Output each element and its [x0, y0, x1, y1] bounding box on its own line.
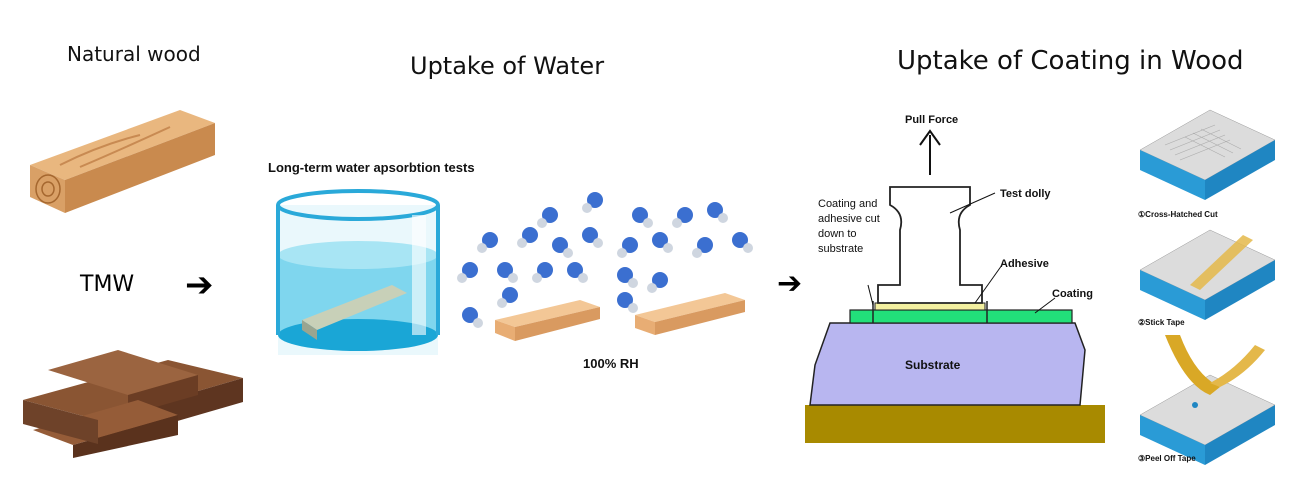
cut-label-2: adhesive cut — [818, 213, 880, 225]
base-plate — [805, 405, 1105, 443]
water-beaker-image — [276, 189, 440, 355]
step3-block — [1139, 335, 1276, 465]
tmw-label: TMW — [80, 272, 135, 297]
step2-block — [1139, 229, 1276, 320]
substrate-label: Substrate — [905, 358, 961, 372]
heading-uptake-coating: Uptake of Coating in Wood — [897, 46, 1244, 76]
step3-label: ③Peel Off Tape — [1138, 454, 1196, 463]
coating-layer — [849, 309, 1073, 324]
tmw-wood-stack-image — [23, 350, 243, 458]
step1-block — [1139, 109, 1276, 200]
cut-label-1: Coating and — [818, 198, 877, 210]
heading-natural-wood: Natural wood — [67, 42, 201, 66]
adhesive-layer — [874, 302, 986, 311]
pull-force-label: Pull Force — [905, 114, 958, 126]
cut-label-4: substrate — [818, 243, 863, 255]
coating-label: Coating — [1052, 288, 1093, 300]
step1-label: ①Cross-Hatched Cut — [1138, 210, 1218, 219]
cut-label-3: down to — [818, 228, 857, 240]
adhesive-label: Adhesive — [1000, 258, 1049, 270]
cross-hatch-steps-diagram: ①Cross-Hatched Cut ②Stick Tape ③Peel Off… — [1138, 109, 1276, 465]
test-dolly-label: Test dolly — [1000, 188, 1051, 200]
arrow-right-icon: ➔ — [185, 265, 214, 305]
rh-wood-bars-image — [495, 293, 745, 341]
long-term-label: Long-term water apsorbtion tests — [268, 160, 475, 175]
step2-label: ②Stick Tape — [1138, 318, 1185, 327]
heading-uptake-water: Uptake of Water — [410, 52, 605, 80]
pull-off-test-diagram: Pull Force Test dolly Coating and adhesi… — [805, 114, 1105, 443]
rh-label: 100% RH — [583, 356, 639, 371]
substrate-block — [809, 322, 1086, 406]
natural-wood-plank-image — [30, 110, 215, 213]
water-molecules-image — [457, 192, 753, 328]
arrow-right-icon-2: ➔ — [777, 266, 803, 301]
test-dolly — [877, 186, 983, 304]
